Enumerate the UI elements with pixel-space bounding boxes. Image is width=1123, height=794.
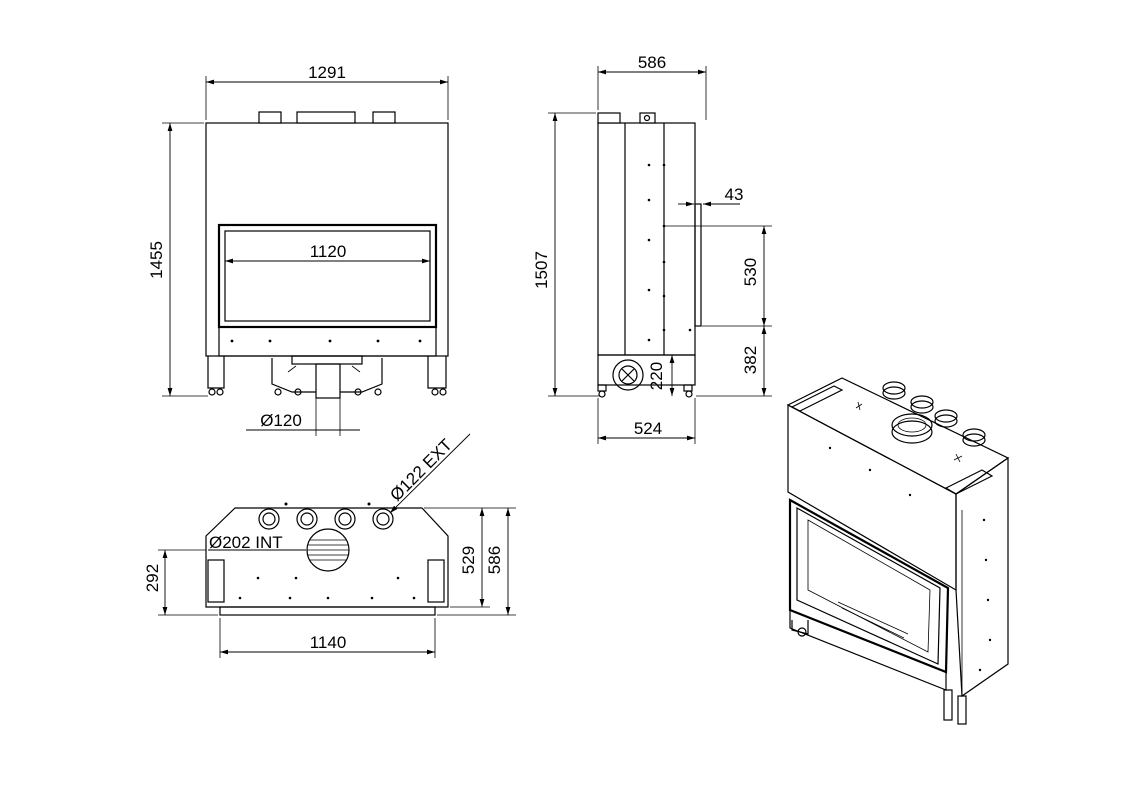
top-view: Ø122 EXT Ø202 INT 292 529 586 1140 xyxy=(143,433,516,658)
dim-flue-diameter: Ø120 xyxy=(260,411,302,430)
side-view: 586 1507 43 530 382 220 524 xyxy=(532,53,772,444)
dim-glass-width: 1120 xyxy=(310,242,347,261)
dim-side-height: 1507 xyxy=(532,251,551,289)
dim-base-depth: 524 xyxy=(634,419,662,438)
dim-front-height: 1455 xyxy=(147,241,166,279)
front-view: 1291 1455 1120 Ø120 xyxy=(147,63,449,436)
dim-front-depth: 292 xyxy=(143,564,162,592)
dim-top-width: 1140 xyxy=(310,633,347,652)
dim-base-height: 220 xyxy=(647,362,666,390)
dim-side-depth: 586 xyxy=(638,53,666,72)
dim-front-width: 1291 xyxy=(308,63,346,82)
top-outlets xyxy=(258,508,394,530)
dim-door-offset: 43 xyxy=(725,185,744,204)
dim-top-depth-586: 586 xyxy=(485,546,504,574)
dim-lower-height: 382 xyxy=(741,346,760,374)
label-outlet-ext: Ø122 EXT xyxy=(386,435,456,505)
dim-upper-height: 530 xyxy=(741,258,760,286)
label-flue-int: Ø202 INT xyxy=(209,533,283,552)
isometric-view xyxy=(786,377,1010,725)
dim-top-depth-529: 529 xyxy=(459,546,478,574)
